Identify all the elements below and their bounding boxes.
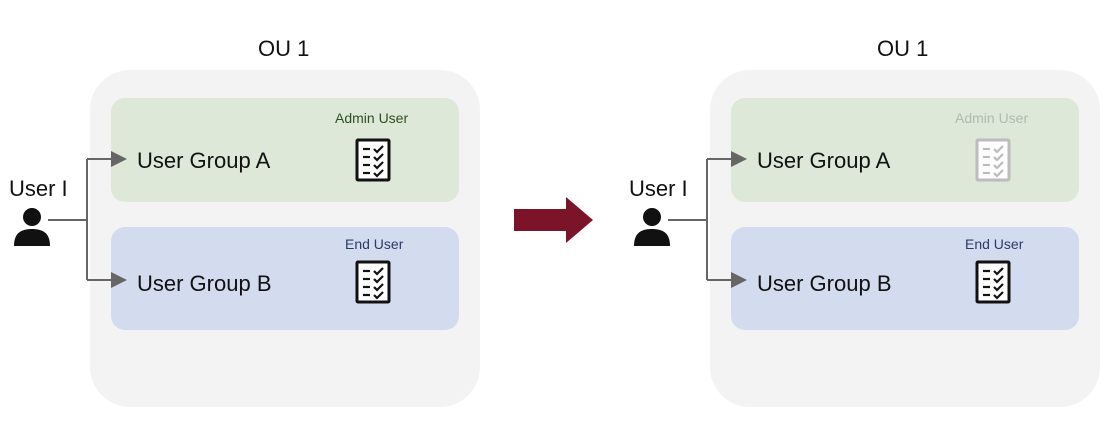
checklist-document-icon <box>355 138 391 182</box>
user-label: User I <box>629 176 688 201</box>
right-arrow-icon <box>514 197 593 243</box>
user-group-b: User Group B End User <box>731 227 1079 330</box>
role-label-end: End User <box>965 236 1024 252</box>
checklist-document-icon <box>355 260 391 304</box>
checklist-document-icon-faded <box>975 138 1011 182</box>
checklist-document-icon <box>975 260 1011 304</box>
user-group-a: User Group A Admin User <box>731 98 1079 202</box>
user-group-b: User Group B End User <box>111 227 459 330</box>
panel-before: OU 1 User Group A Admin User User Group … <box>0 0 500 441</box>
role-label-admin: Admin User <box>335 110 409 126</box>
person-icon <box>634 208 670 246</box>
role-label-end: End User <box>345 236 404 252</box>
panel-after: OU 1 User Group A Admin User User Group … <box>620 0 1106 441</box>
connector-lines <box>48 151 127 288</box>
group-label: User Group B <box>757 271 892 296</box>
user-group-a: User Group A Admin User <box>111 98 459 202</box>
user-label: User I <box>9 176 68 201</box>
role-label-admin-faded: Admin User <box>955 110 1029 126</box>
group-label: User Group B <box>137 271 272 296</box>
person-icon <box>14 208 50 246</box>
group-label: User Group A <box>137 148 271 173</box>
connector-lines <box>668 151 747 288</box>
group-label: User Group A <box>757 148 891 173</box>
ou-title: OU 1 <box>258 36 310 61</box>
ou-title: OU 1 <box>877 36 929 61</box>
